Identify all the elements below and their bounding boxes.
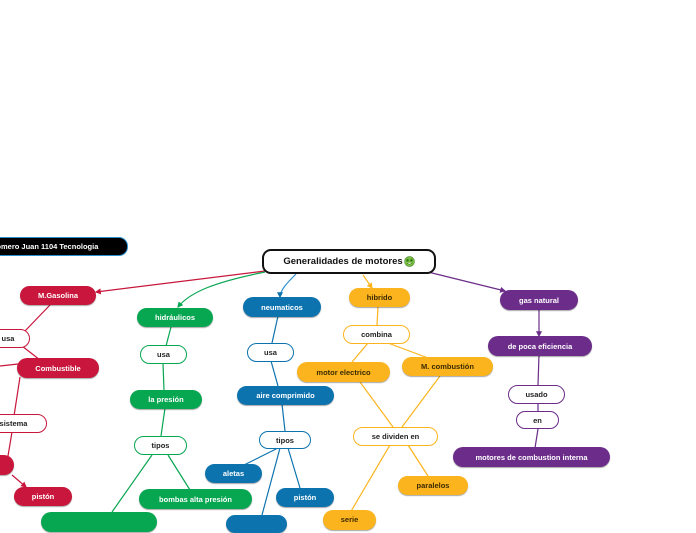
aire-node[interactable]: aire comprimido [237,386,334,405]
neumaticos-unlabeled-node[interactable] [226,515,287,533]
gasolina-unlabeled-node[interactable] [0,455,14,475]
connector-lines [0,270,542,516]
en-node[interactable]: en [516,411,559,429]
gas-natural-node[interactable]: gas natural [500,290,578,310]
aletas-node[interactable]: aletas [205,464,262,483]
neumaticos-usa-node[interactable]: usa [247,343,294,362]
paralelos-node[interactable]: paralelos [398,476,468,495]
hibrido-node[interactable]: hibrido [349,288,410,307]
neumaticos-piston-node[interactable]: pistón [276,488,334,507]
presion-node[interactable]: la presión [130,390,202,409]
hidraulicos-node[interactable]: hidráulicos [137,308,213,327]
gasolina-piston-node[interactable]: pistón [14,487,72,506]
serie-node[interactable]: serie [323,510,376,530]
motor-electrico-node[interactable]: motor electrico [297,362,390,382]
poca-eficiencia-node[interactable]: de poca eficiencia [488,336,592,356]
money-mouth-face-icon [403,256,415,267]
author-text: Romero Juan 1104 Tecnologia [0,242,99,251]
hidraulicos-usa-node[interactable]: usa [140,345,187,364]
neumaticos-node[interactable]: neumaticos [243,297,321,317]
neumaticos-tipos-node[interactable]: tipos [259,431,311,449]
gasolina-usa-node[interactable]: usa [0,329,30,348]
hidraulicos-tipos-node[interactable]: tipos [134,436,187,455]
gasolina-node[interactable]: M.Gasolina [20,286,96,305]
central-topic-label: Generalidades de motores [283,256,403,267]
central-topic-node[interactable]: Generalidades de motores [262,249,436,274]
sistema-node[interactable]: sistema [0,414,47,433]
combustible-node[interactable]: Combustible [17,358,99,378]
author-label[interactable]: Romero Juan 1104 Tecnologia [0,237,128,256]
combina-node[interactable]: combina [343,325,410,344]
se-dividen-node[interactable]: se dividen en [353,427,438,446]
m-combustion-node[interactable]: M. combustión [402,357,493,376]
motores-combustion-node[interactable]: motores de combustion interna [453,447,610,467]
usado-node[interactable]: usado [508,385,565,404]
hidraulicos-unlabeled-node[interactable] [41,512,157,532]
bombas-node[interactable]: bombas alta presión [139,489,252,509]
